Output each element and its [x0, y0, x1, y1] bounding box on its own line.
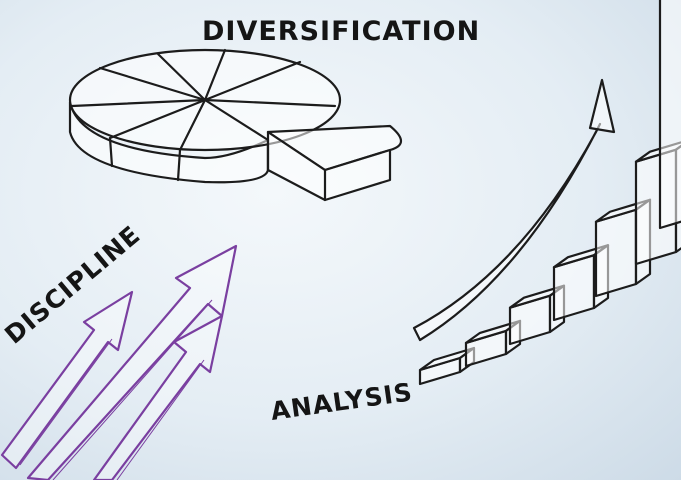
growth-arrow-sketch — [412, 78, 616, 342]
growth-arrow-head — [588, 78, 616, 134]
pie-slice-lines — [70, 48, 337, 152]
pie-chart-sketch — [68, 48, 403, 202]
discipline-label: DISCIPLINE — [0, 220, 146, 350]
bar-chart-sketch — [418, 0, 681, 386]
bar-5-front — [594, 208, 638, 298]
bar-7-front — [658, 0, 681, 230]
discipline-arrows — [0, 244, 238, 480]
analysis-label: ANALYSIS — [269, 377, 415, 426]
diversification-label: DIVERSIFICATION — [202, 16, 480, 47]
